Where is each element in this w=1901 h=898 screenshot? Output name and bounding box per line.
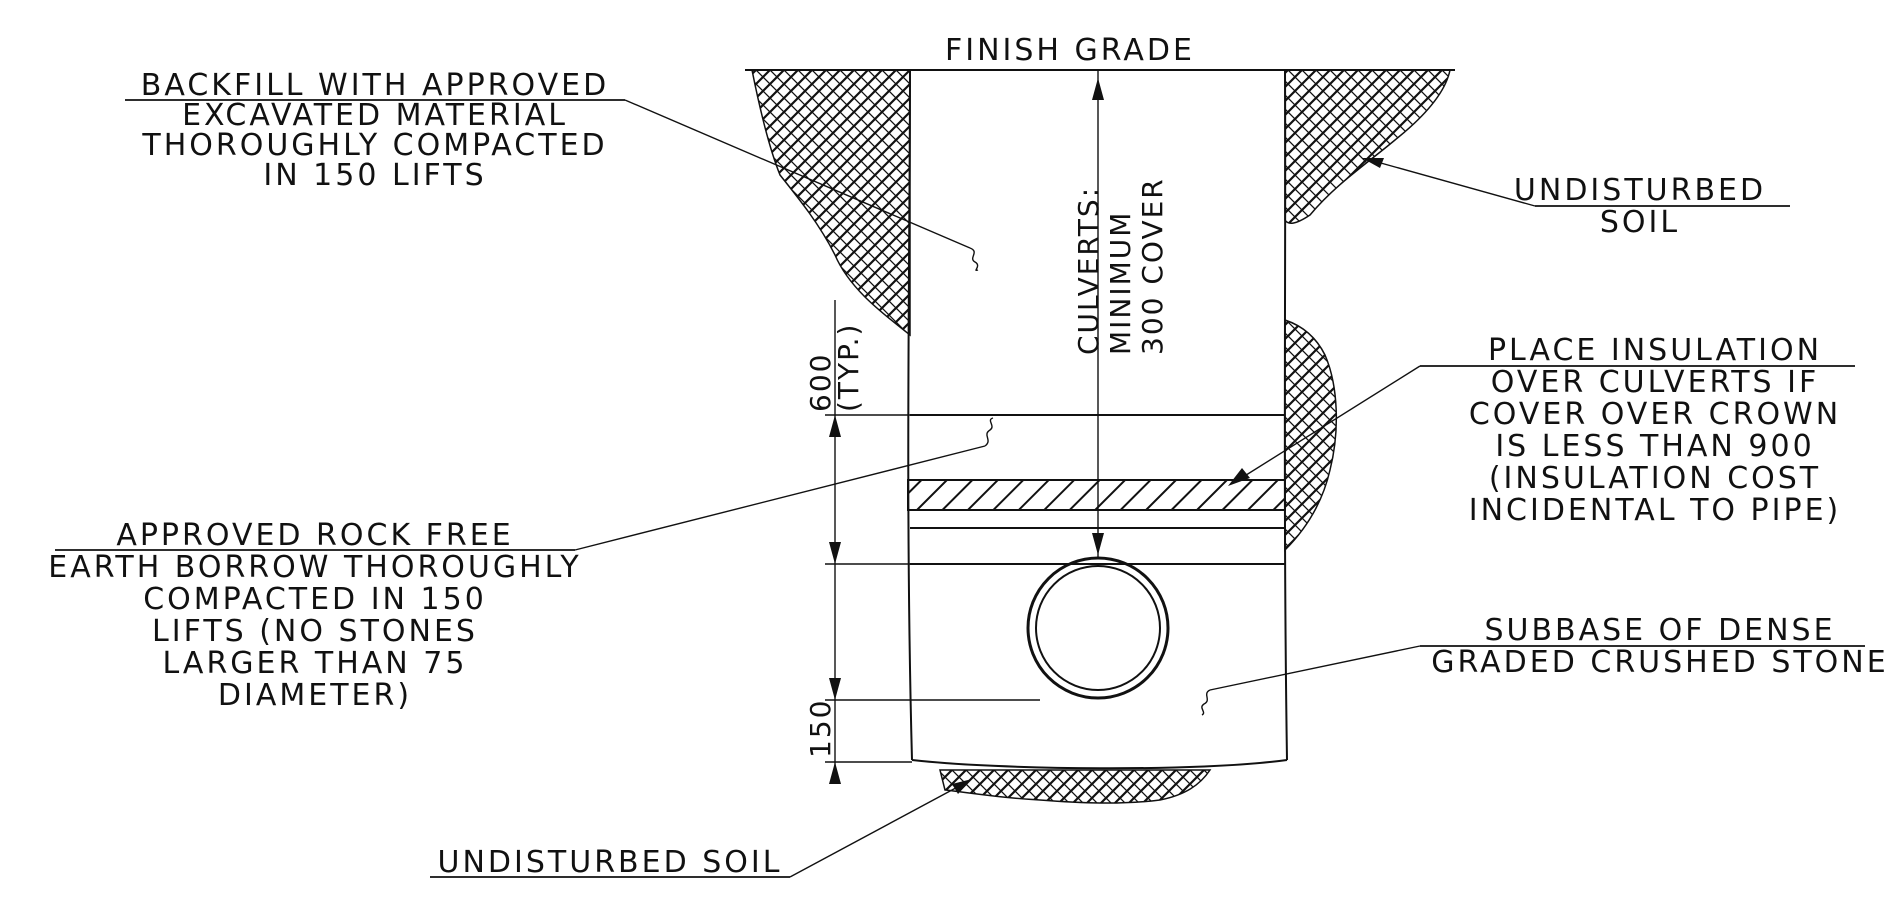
svg-text:COVER OVER CROWN: COVER OVER CROWN bbox=[1469, 397, 1841, 432]
svg-text:PLACE INSULATION: PLACE INSULATION bbox=[1488, 333, 1822, 368]
svg-text:SOIL: SOIL bbox=[1600, 205, 1680, 240]
trench-left-wall bbox=[907, 69, 913, 761]
svg-text:DIAMETER): DIAMETER) bbox=[218, 678, 412, 713]
svg-text:OVER CULVERTS IF: OVER CULVERTS IF bbox=[1491, 365, 1819, 400]
place-insulation-note: PLACE INSULATION OVER CULVERTS IF COVER … bbox=[1420, 333, 1855, 528]
cover-dim-line-3: 300 COVER bbox=[1136, 177, 1169, 355]
undisturbed-soil-right-note: UNDISTURBED SOIL bbox=[1514, 173, 1790, 240]
svg-text:IN 150 LIFTS: IN 150 LIFTS bbox=[263, 158, 486, 193]
svg-text:EARTH BORROW THOROUGHLY: EARTH BORROW THOROUGHLY bbox=[48, 550, 582, 585]
svg-text:IS LESS THAN 900: IS LESS THAN 900 bbox=[1495, 429, 1814, 464]
cover-dim-line-1: CULVERTS: bbox=[1072, 186, 1105, 355]
backfill-note: BACKFILL WITH APPROVED EXCAVATED MATERIA… bbox=[125, 68, 625, 193]
soil-hatch-top-left bbox=[751, 69, 911, 337]
subbase-leader bbox=[1201, 645, 1421, 716]
undisturbed-soil-bottom-leader bbox=[789, 779, 972, 878]
svg-text:SUBBASE OF DENSE: SUBBASE OF DENSE bbox=[1484, 613, 1835, 648]
insulation-board bbox=[907, 479, 1286, 511]
svg-text:GRADED CRUSHED STONE: GRADED CRUSHED STONE bbox=[1431, 645, 1888, 680]
svg-text:EXCAVATED MATERIAL: EXCAVATED MATERIAL bbox=[182, 98, 568, 133]
svg-text:THOROUGHLY COMPACTED: THOROUGHLY COMPACTED bbox=[141, 128, 607, 163]
svg-text:LARGER THAN 75: LARGER THAN 75 bbox=[163, 646, 468, 681]
rock-free-note: APPROVED ROCK FREE EARTH BORROW THOROUGH… bbox=[48, 518, 582, 713]
svg-text:INCIDENTAL TO PIPE): INCIDENTAL TO PIPE) bbox=[1469, 493, 1842, 528]
svg-text:LIFTS (NO STONES: LIFTS (NO STONES bbox=[152, 614, 478, 649]
cover-dimension-arrow bbox=[1092, 70, 1104, 558]
dim-600-label: 600 bbox=[804, 353, 837, 412]
trench-bottom bbox=[911, 759, 1288, 770]
subbase-note: SUBBASE OF DENSE GRADED CRUSHED STONE bbox=[1420, 613, 1888, 680]
svg-text:UNDISTURBED SOIL: UNDISTURBED SOIL bbox=[438, 845, 783, 880]
svg-text:(INSULATION COST: (INSULATION COST bbox=[1489, 461, 1821, 496]
undisturbed-soil-right-leader bbox=[1362, 158, 1536, 207]
undisturbed-soil-bottom-note: UNDISTURBED SOIL bbox=[430, 845, 790, 880]
rock-free-leader bbox=[574, 417, 994, 551]
left-dimension-chain bbox=[825, 300, 1040, 784]
dim-150-label: 150 bbox=[804, 699, 837, 758]
soil-hatch-bottom bbox=[939, 769, 1212, 804]
soil-hatch-top-right bbox=[1284, 69, 1451, 225]
trench-right-wall bbox=[1283, 69, 1288, 761]
place-insulation-leader bbox=[1228, 365, 1421, 486]
finish-grade-label: FINISH GRADE bbox=[945, 33, 1195, 68]
svg-text:BACKFILL WITH APPROVED: BACKFILL WITH APPROVED bbox=[141, 68, 609, 103]
svg-text:COMPACTED IN 150: COMPACTED IN 150 bbox=[143, 582, 487, 617]
cover-dim-line-2: MINIMUM bbox=[1104, 211, 1137, 355]
svg-text:UNDISTURBED: UNDISTURBED bbox=[1514, 173, 1766, 208]
dim-600-typ-label: (TYP.) bbox=[832, 323, 865, 412]
backfill-leader bbox=[624, 99, 979, 272]
svg-text:APPROVED ROCK FREE: APPROVED ROCK FREE bbox=[116, 518, 513, 553]
culvert-pipe bbox=[1026, 556, 1170, 700]
